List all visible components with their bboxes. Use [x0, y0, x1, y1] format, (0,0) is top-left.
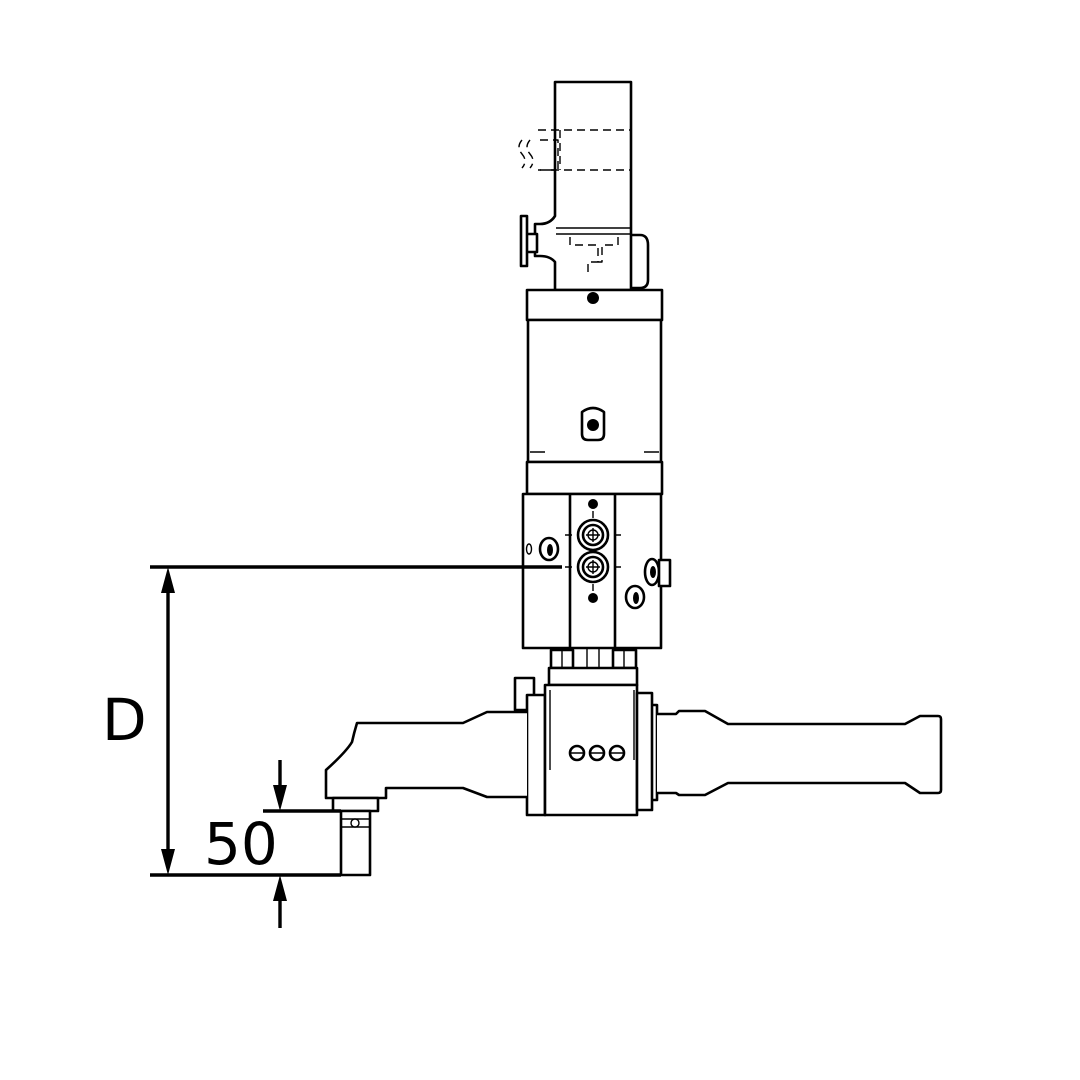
side-knob[interactable]	[519, 214, 539, 268]
reaction-arm	[324, 710, 527, 813]
pressure-port-b[interactable]	[576, 550, 610, 584]
socket	[339, 809, 372, 877]
lower-plate	[525, 460, 664, 496]
dimension-50: 50	[204, 760, 341, 928]
gear-housing	[513, 666, 659, 817]
dimension-50-label: 50	[204, 810, 278, 878]
dimension-d: D	[102, 565, 562, 877]
top-housing	[518, 80, 633, 292]
pressure-port-a[interactable]	[576, 518, 610, 552]
valve-block	[521, 492, 663, 650]
motor-body	[526, 318, 663, 464]
side-fittings	[525, 536, 672, 610]
dimension-d-label: D	[102, 686, 147, 754]
carry-handle[interactable]	[631, 233, 650, 290]
mounting-nuts	[549, 648, 638, 670]
rear-handle[interactable]	[657, 709, 943, 797]
